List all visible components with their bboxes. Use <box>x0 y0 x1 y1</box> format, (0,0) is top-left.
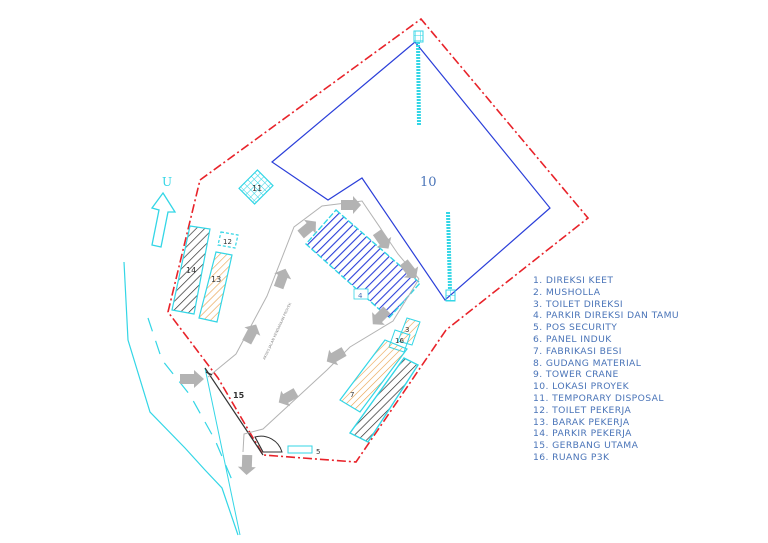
gate-boundary-line <box>204 367 264 456</box>
legend-item: 16. RUANG P3K <box>533 451 610 463</box>
main-gate: 15 <box>205 371 245 400</box>
legend-item: 13. BARAK PEKERJA <box>533 416 630 428</box>
disposal-number: 11 <box>252 184 262 193</box>
site-boundary <box>167 17 590 463</box>
project-area-number: 10 <box>420 175 437 190</box>
toilet-worker: 12 <box>217 231 239 249</box>
director-parking-number: 4 <box>358 292 363 300</box>
legend-item: 1. DIREKSI KEET <box>533 275 614 286</box>
gate-swing <box>254 435 283 453</box>
legend-item: 8. GUDANG MATERIAL <box>533 357 642 369</box>
barracks-number: 13 <box>211 275 221 284</box>
legend-item: 15. GERBANG UTAMA <box>533 440 639 452</box>
storage-number: 3 <box>405 326 409 334</box>
legend-item: 3. TOILET DIREKSI <box>533 298 624 310</box>
worker-parking-number: 14 <box>186 266 196 275</box>
legend-item: 9. TOWER CRANE <box>533 369 619 381</box>
legend-item: 12. TOILET PEKERJA <box>533 404 632 416</box>
worker-barracks: 13 <box>198 251 233 323</box>
tower-crane-bottom <box>445 211 456 302</box>
iron-fabrication: 7 <box>339 339 408 413</box>
tower-crane-top <box>413 30 424 126</box>
material-warehouse <box>348 357 420 443</box>
legend-item: 2. MUSHOLLA <box>533 286 601 298</box>
flow-arrows <box>180 196 419 475</box>
director-parking: 4 <box>305 209 421 319</box>
gate-number: 15 <box>233 391 245 400</box>
security-number: 5 <box>316 448 320 456</box>
worker-parking: 14 <box>171 225 211 315</box>
vehicle-access-path <box>207 200 420 453</box>
material-storage: 3 <box>397 317 421 346</box>
toilet-worker-number: 12 <box>223 238 232 246</box>
legend-item: 14. PARKIR PEKERJA <box>533 428 632 440</box>
street-edge-left <box>204 367 241 536</box>
legend-item: 7. FABRIKASI BESI <box>533 345 622 357</box>
access-road-label: AKSES JALAN KENDARAAN PROYEK <box>262 302 292 361</box>
legend-item: 10. LOKASI PROYEK <box>533 381 630 393</box>
temporary-disposal: 11 <box>238 169 274 205</box>
fabrication-number: 7 <box>350 391 354 399</box>
north-label: U <box>162 175 172 189</box>
legend-item: 4. PARKIR DIREKSI DAN TAMU <box>533 310 680 322</box>
p3k-number: 16 <box>395 337 404 345</box>
security-post: 5 <box>287 445 320 456</box>
legend-item: 6. PANEL INDUK <box>533 333 612 345</box>
north-arrow: U <box>150 175 177 248</box>
legend-item: 11. TEMPORARY DISPOSAL <box>533 392 664 404</box>
street-centerline <box>147 317 233 481</box>
legend-item: 5. POS SECURITY <box>533 322 618 334</box>
project-area-outline <box>271 41 551 301</box>
street-curbs <box>123 261 239 536</box>
